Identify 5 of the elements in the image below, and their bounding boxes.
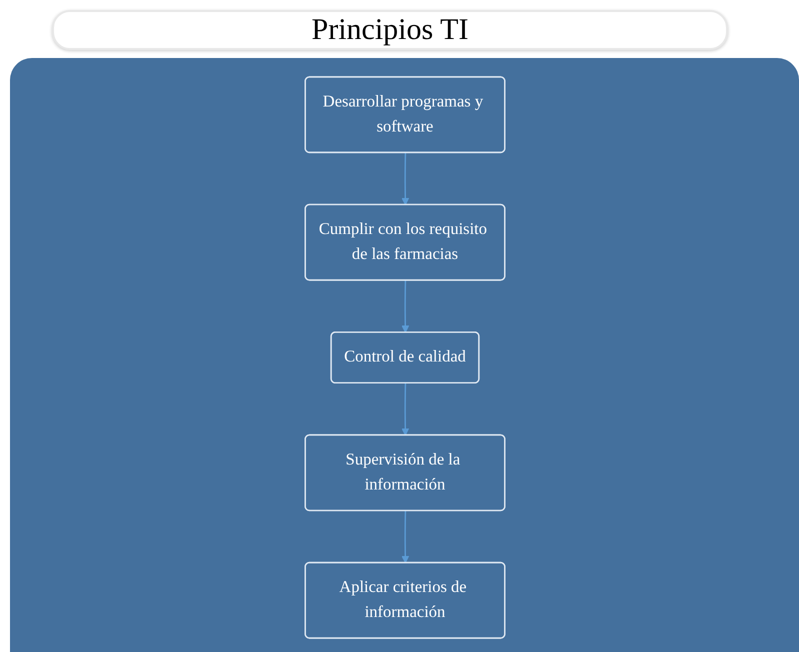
arrow [402,280,410,333]
title-banner: Principios TI [52,10,728,50]
arrow [402,383,410,436]
arrow [402,510,410,564]
arrow [402,152,410,206]
